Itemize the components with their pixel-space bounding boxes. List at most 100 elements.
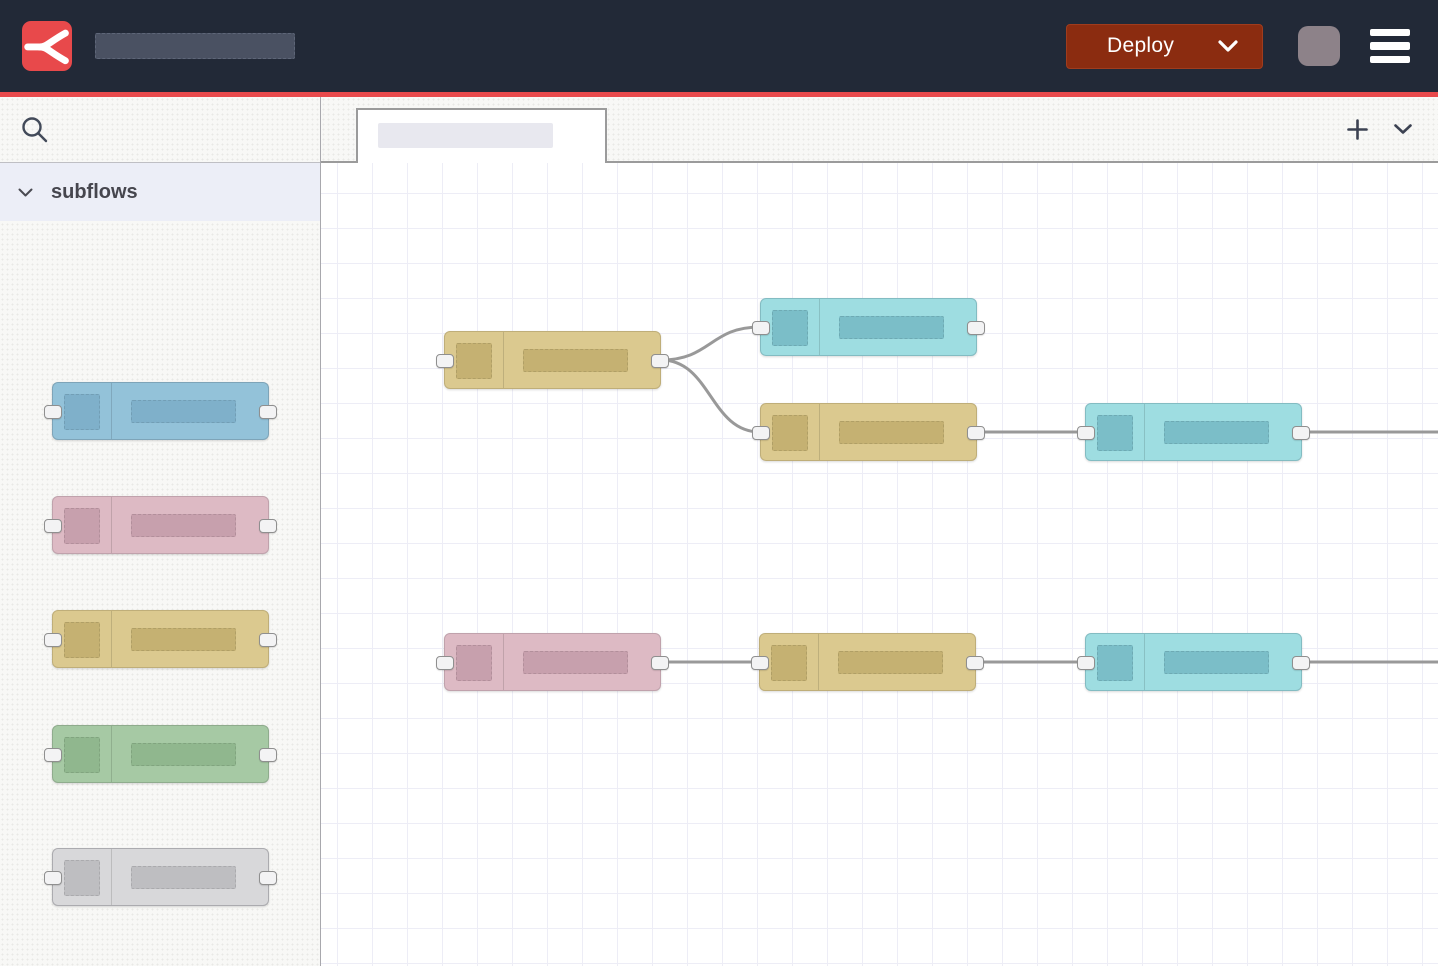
- node-divider: [1144, 634, 1145, 690]
- app-logo: [22, 21, 72, 71]
- node-divider: [818, 634, 819, 690]
- node-label-placeholder: [131, 400, 236, 423]
- hamburger-menu-icon: [1370, 28, 1410, 37]
- node-divider: [111, 611, 112, 667]
- user-avatar[interactable]: [1298, 26, 1340, 66]
- flow-tab[interactable]: [356, 108, 607, 163]
- input-port[interactable]: [44, 519, 62, 533]
- flow-node-pink[interactable]: [436, 633, 669, 691]
- palette-node-green[interactable]: [44, 725, 277, 783]
- flow-tab-label-placeholder: [378, 123, 553, 148]
- output-port[interactable]: [651, 656, 669, 670]
- output-port[interactable]: [1292, 426, 1310, 440]
- flow-list-button[interactable]: [1394, 124, 1412, 134]
- node-divider: [503, 332, 504, 388]
- node-label-placeholder: [1164, 421, 1269, 444]
- node-label-placeholder: [1164, 651, 1269, 674]
- flow-node-cyan[interactable]: [752, 298, 985, 356]
- output-port[interactable]: [966, 656, 984, 670]
- node-label-placeholder: [839, 421, 944, 444]
- node-icon-placeholder: [64, 394, 100, 430]
- node-icon-placeholder: [64, 508, 100, 544]
- palette-sidebar: subflows: [0, 97, 321, 966]
- input-port[interactable]: [44, 405, 62, 419]
- node-divider: [111, 383, 112, 439]
- flow-node-yellow[interactable]: [752, 403, 985, 461]
- output-port[interactable]: [967, 426, 985, 440]
- wire-layer: [659, 325, 1438, 664]
- node-label-placeholder: [131, 866, 236, 889]
- input-port[interactable]: [44, 633, 62, 647]
- node-label-placeholder: [131, 743, 236, 766]
- flow-node-yellow[interactable]: [751, 633, 984, 691]
- node-divider: [503, 634, 504, 690]
- node-label-placeholder: [523, 651, 628, 674]
- palette-node-pink[interactable]: [44, 496, 277, 554]
- chevron-down-icon: [18, 188, 33, 196]
- chevron-down-icon[interactable]: [1218, 40, 1238, 52]
- flow-canvas[interactable]: [321, 163, 1438, 966]
- deploy-button-label: Deploy: [1107, 34, 1175, 57]
- node-label-placeholder: [131, 514, 236, 537]
- node-divider: [111, 849, 112, 905]
- node-icon-placeholder: [1097, 415, 1133, 451]
- palette-section-label: subflows: [51, 180, 138, 203]
- palette-search[interactable]: [0, 97, 320, 163]
- workspace-tabbar: [321, 97, 1438, 163]
- node-icon-placeholder: [1097, 645, 1133, 681]
- plus-icon: [1347, 118, 1368, 140]
- node-icon-placeholder: [64, 622, 100, 658]
- output-port[interactable]: [259, 748, 277, 762]
- node-icon-placeholder: [772, 415, 808, 451]
- node-icon-placeholder: [64, 737, 100, 773]
- input-port[interactable]: [751, 656, 769, 670]
- flow-node-cyan[interactable]: [1077, 633, 1310, 691]
- header-bar: Deploy: [0, 0, 1438, 92]
- flow-node-cyan[interactable]: [1077, 403, 1310, 461]
- palette-node-blue[interactable]: [44, 382, 277, 440]
- wire[interactable]: [659, 325, 762, 362]
- output-port[interactable]: [967, 321, 985, 335]
- chevron-down-icon: [1394, 124, 1412, 134]
- search-icon: [22, 116, 48, 142]
- output-port[interactable]: [259, 519, 277, 533]
- node-icon-placeholder: [64, 860, 100, 896]
- node-divider: [111, 497, 112, 553]
- output-port[interactable]: [259, 871, 277, 885]
- input-port[interactable]: [44, 871, 62, 885]
- node-red-logo-icon: [24, 29, 69, 65]
- wire[interactable]: [659, 358, 762, 434]
- input-port[interactable]: [436, 354, 454, 368]
- node-label-placeholder: [523, 349, 628, 372]
- input-port[interactable]: [1077, 426, 1095, 440]
- node-label-placeholder: [839, 316, 944, 339]
- add-flow-button[interactable]: [1347, 118, 1368, 140]
- output-port[interactable]: [259, 633, 277, 647]
- editor-workspace: [321, 97, 1438, 966]
- palette-section-subflows[interactable]: subflows: [0, 163, 320, 221]
- input-port[interactable]: [44, 748, 62, 762]
- node-divider: [1144, 404, 1145, 460]
- output-port[interactable]: [259, 405, 277, 419]
- node-divider: [819, 404, 820, 460]
- input-port[interactable]: [752, 426, 770, 440]
- flow-node-yellow[interactable]: [436, 331, 669, 389]
- node-divider: [111, 726, 112, 782]
- main-menu-button[interactable]: [1370, 28, 1410, 64]
- output-port[interactable]: [1292, 656, 1310, 670]
- deploy-button[interactable]: Deploy: [1066, 23, 1263, 69]
- input-port[interactable]: [1077, 656, 1095, 670]
- palette-node-gray[interactable]: [44, 848, 277, 906]
- input-port[interactable]: [436, 656, 454, 670]
- palette-node-yellow[interactable]: [44, 610, 277, 668]
- output-port[interactable]: [651, 354, 669, 368]
- node-label-placeholder: [131, 628, 236, 651]
- header-accent-line: [0, 92, 1438, 97]
- node-label-placeholder: [838, 651, 943, 674]
- input-port[interactable]: [752, 321, 770, 335]
- node-icon-placeholder: [771, 645, 807, 681]
- palette-items: [0, 221, 320, 966]
- node-icon-placeholder: [456, 645, 492, 681]
- header-title-placeholder: [95, 33, 295, 59]
